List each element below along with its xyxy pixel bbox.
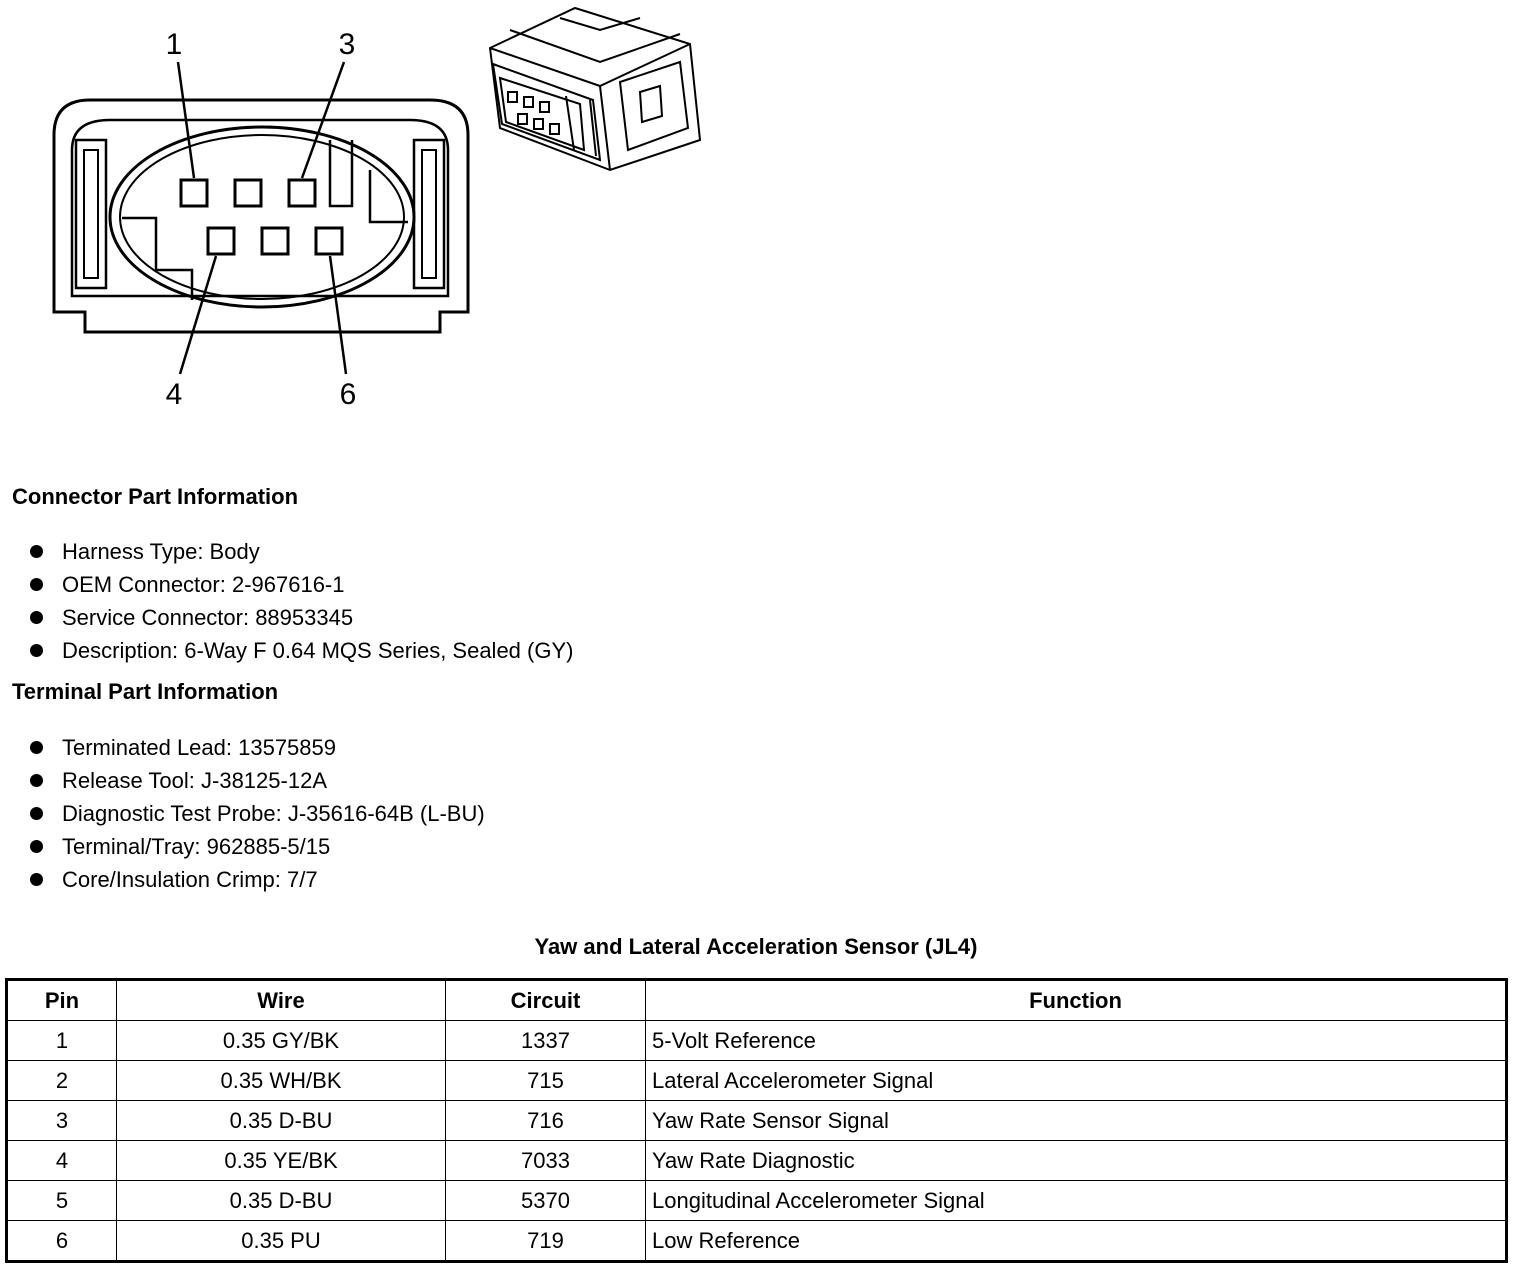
list-item: Terminal/Tray: 962885-5/15	[30, 830, 485, 863]
table-header-row: Pin Wire Circuit Function	[6, 979, 1507, 1021]
column-header-circuit: Circuit	[445, 979, 646, 1021]
list-item: Release Tool: J-38125-12A	[30, 764, 485, 797]
table-row: 1 0.35 GY/BK 1337 5-Volt Reference	[6, 1020, 1507, 1061]
function-cell: Longitudinal Accelerometer Signal	[645, 1180, 1507, 1221]
pin-cell: 4	[6, 1140, 117, 1181]
pin-cell: 3	[6, 1100, 117, 1141]
column-header-wire: Wire	[116, 979, 446, 1021]
pin-cell: 2	[6, 1060, 117, 1101]
terminal-part-info-list: Terminated Lead: 13575859 Release Tool: …	[30, 731, 485, 896]
pin-label-3: 3	[339, 28, 356, 61]
circuit-cell: 5370	[445, 1180, 646, 1221]
pin-labels: 1 3 4 6	[166, 28, 357, 411]
list-item: OEM Connector: 2-967616-1	[30, 568, 573, 601]
pin-cavity-4	[206, 226, 236, 256]
terminal-part-info-heading: Terminal Part Information	[12, 679, 279, 704]
connector-part-info-heading: Connector Part Information	[12, 484, 299, 509]
connector-diagram: 1 3 4 6	[52, 6, 702, 411]
function-cell: Lateral Accelerometer Signal	[645, 1060, 1507, 1101]
list-item: Description: 6-Way F 0.64 MQS Series, Se…	[30, 634, 573, 667]
circuit-cell: 716	[445, 1100, 646, 1141]
circuit-cell: 715	[445, 1060, 646, 1101]
list-item: Harness Type: Body	[30, 535, 573, 568]
table-row: 2 0.35 WH/BK 715 Lateral Accelerometer S…	[6, 1060, 1507, 1101]
table-row: 5 0.35 D-BU 5370 Longitudinal Accelerome…	[6, 1180, 1507, 1221]
pin-cell: 1	[6, 1020, 117, 1061]
pin-label-6: 6	[340, 378, 357, 411]
wire-cell: 0.35 YE/BK	[116, 1140, 446, 1181]
circuit-cell: 719	[445, 1220, 646, 1262]
circuit-cell: 7033	[445, 1140, 646, 1181]
connector-3d-image	[488, 6, 702, 172]
connector-face-view	[52, 61, 470, 375]
list-item: Terminated Lead: 13575859	[30, 731, 485, 764]
pin-table-title: Yaw and Lateral Acceleration Sensor (JL4…	[534, 934, 978, 959]
table-row: 4 0.35 YE/BK 7033 Yaw Rate Diagnostic	[6, 1140, 1507, 1181]
connector-part-info-list: Harness Type: Body OEM Connector: 2-9676…	[30, 535, 573, 667]
pin-cavity-5	[260, 226, 290, 256]
pin-cavity-6	[314, 226, 344, 256]
list-item: Diagnostic Test Probe: J-35616-64B (L-BU…	[30, 797, 485, 830]
column-header-pin: Pin	[6, 979, 117, 1021]
pin-cavity-1	[179, 178, 209, 208]
wire-cell: 0.35 WH/BK	[116, 1060, 446, 1101]
pin-cell: 5	[6, 1180, 117, 1221]
pin-cavity-2	[233, 178, 263, 208]
wire-cell: 0.35 PU	[116, 1220, 446, 1262]
circuit-cell: 1337	[445, 1020, 646, 1061]
pin-cavity-3	[287, 178, 317, 208]
pin-label-4: 4	[166, 378, 183, 411]
function-cell: Low Reference	[645, 1220, 1507, 1262]
table-row: 3 0.35 D-BU 716 Yaw Rate Sensor Signal	[6, 1100, 1507, 1141]
function-cell: Yaw Rate Diagnostic	[645, 1140, 1507, 1181]
list-item: Core/Insulation Crimp: 7/7	[30, 863, 485, 896]
pin-table: Pin Wire Circuit Function 1 0.35 GY/BK 1…	[5, 978, 1508, 1263]
pin-cell: 6	[6, 1220, 117, 1262]
pin-label-1: 1	[166, 28, 183, 61]
wire-cell: 0.35 D-BU	[116, 1100, 446, 1141]
table-row: 6 0.35 PU 719 Low Reference	[6, 1220, 1507, 1262]
wire-cell: 0.35 GY/BK	[116, 1020, 446, 1061]
function-cell: 5-Volt Reference	[645, 1020, 1507, 1061]
list-item: Service Connector: 88953345	[30, 601, 573, 634]
wire-cell: 0.35 D-BU	[116, 1180, 446, 1221]
function-cell: Yaw Rate Sensor Signal	[645, 1100, 1507, 1141]
column-header-function: Function	[645, 979, 1507, 1021]
